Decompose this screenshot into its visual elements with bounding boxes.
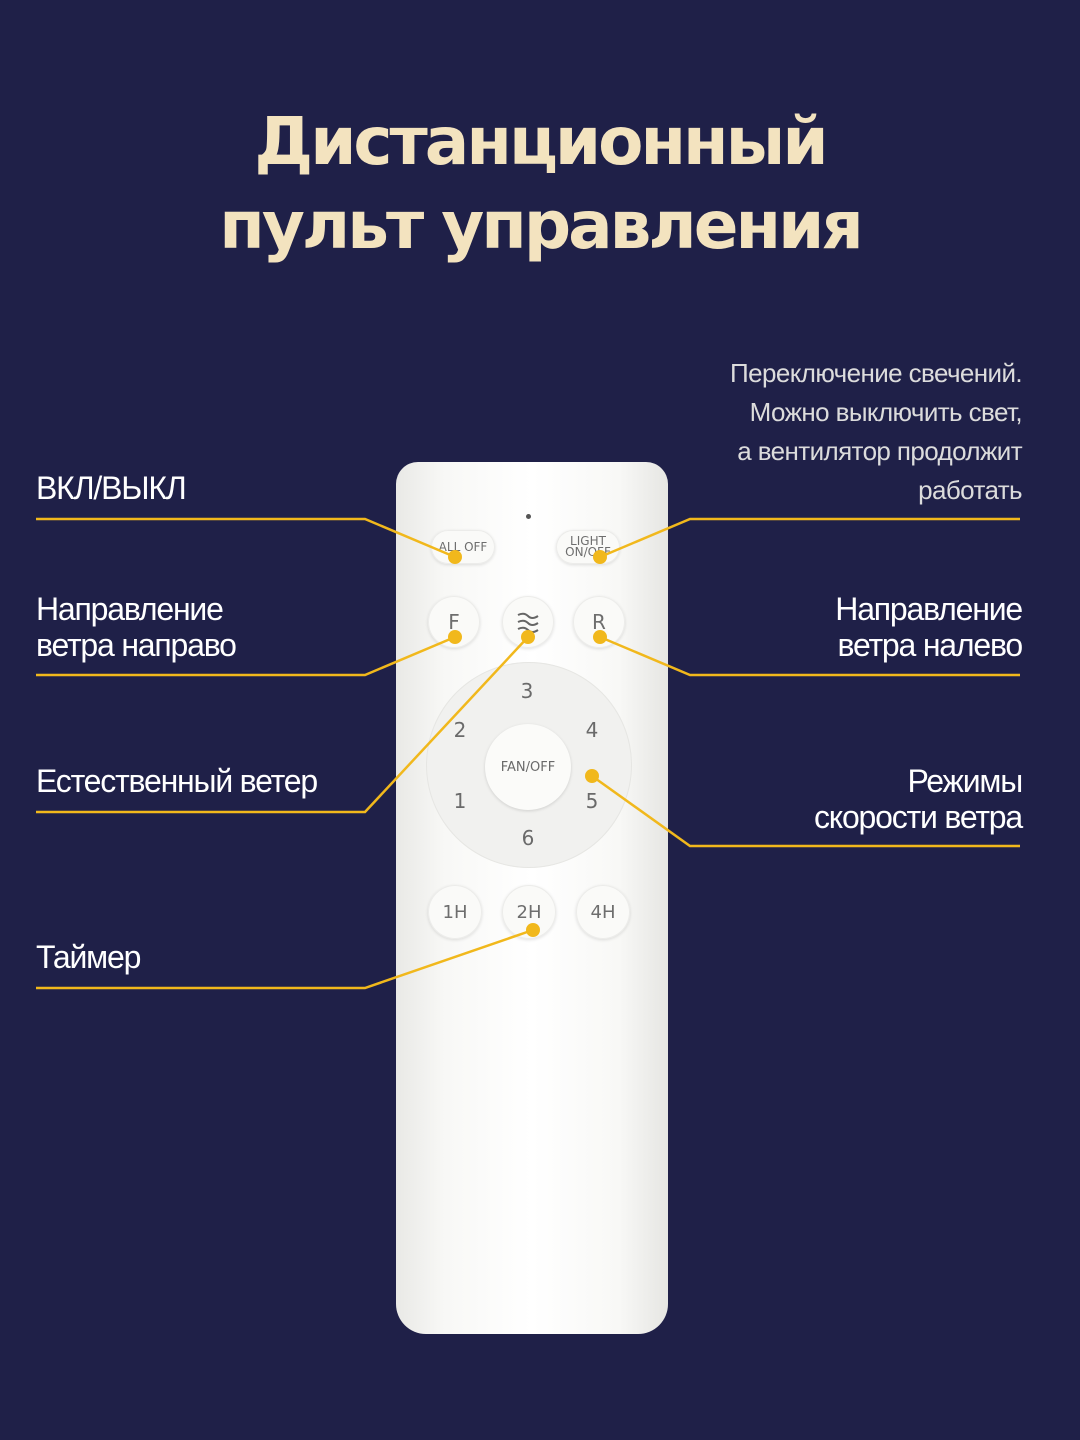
label-wind-left-line-1: Направление <box>835 591 1023 627</box>
label-wind-left-line-2: ветра налево <box>837 627 1024 663</box>
timer-1h-button[interactable]: 1H <box>428 885 482 939</box>
label-speed-modes: Режимы скорости ветра <box>814 763 1024 835</box>
indicator-led <box>526 514 531 519</box>
label-wind-right-line-1: Направление <box>36 591 224 627</box>
callout-dot-natural-wind <box>521 630 535 644</box>
label-wind-left: Направление ветра налево <box>835 591 1024 663</box>
callout-dot-power <box>448 550 462 564</box>
callout-line-wind-right <box>36 635 456 677</box>
speed-3-button[interactable]: 3 <box>520 679 534 703</box>
label-timer: Таймер <box>36 939 141 975</box>
callout-dot-wind-right <box>448 630 462 644</box>
callout-line-natural-wind <box>36 636 529 814</box>
speed-4-button[interactable]: 4 <box>585 718 599 742</box>
callout-dot-timer <box>526 923 540 937</box>
title-line-2: пульт управления <box>219 187 863 264</box>
callout-line-timer <box>36 928 534 990</box>
speed-6-button[interactable]: 6 <box>521 826 535 850</box>
label-speed-modes-line-2: скорости ветра <box>814 799 1023 835</box>
speed-5-button[interactable]: 5 <box>585 789 599 813</box>
light-toggle-note: Переключение свечений. Можно выключить с… <box>730 354 1023 510</box>
callout-line-light <box>599 517 1020 559</box>
page-title: Дистанционный пульт управления <box>0 100 1080 268</box>
all-off-label: ALL OFF <box>438 539 488 554</box>
note-line-3: а вентилятор продолжит <box>737 436 1022 466</box>
callout-dot-light <box>593 550 607 564</box>
note-line-4: работать <box>918 475 1022 505</box>
timer-4h-button[interactable]: 4H <box>576 885 630 939</box>
light-toggle-button[interactable]: LIGHT ON/OFF <box>556 530 620 564</box>
callout-dot-wind-left <box>593 630 607 644</box>
all-off-button[interactable]: ALL OFF <box>431 530 495 564</box>
label-speed-modes-line-1: Режимы <box>907 763 1024 799</box>
reverse-button[interactable]: R <box>573 596 625 648</box>
note-line-2: Можно выключить свет, <box>749 397 1023 427</box>
light-label-1: LIGHT <box>570 534 606 548</box>
label-wind-right: Направление ветра направо <box>36 591 237 663</box>
note-line-1: Переключение свечений. <box>730 358 1023 388</box>
callout-dot-speed-modes <box>585 769 599 783</box>
remote-control: ALL OFF LIGHT ON/OFF F R 3 2 4 1 5 6 FAN… <box>396 462 668 1334</box>
callout-line-wind-left <box>599 635 1020 677</box>
label-wind-right-line-2: ветра направо <box>36 627 237 663</box>
fan-off-button[interactable]: FAN/OFF <box>485 724 571 810</box>
title-line-1: Дистанционный <box>254 103 828 180</box>
speed-1-button[interactable]: 1 <box>453 789 467 813</box>
callout-line-speed-modes <box>591 774 1020 848</box>
label-power: ВКЛ/ВЫКЛ <box>36 470 187 506</box>
label-natural-wind: Естественный ветер <box>36 763 318 799</box>
speed-2-button[interactable]: 2 <box>453 718 467 742</box>
callout-line-power <box>36 517 456 559</box>
